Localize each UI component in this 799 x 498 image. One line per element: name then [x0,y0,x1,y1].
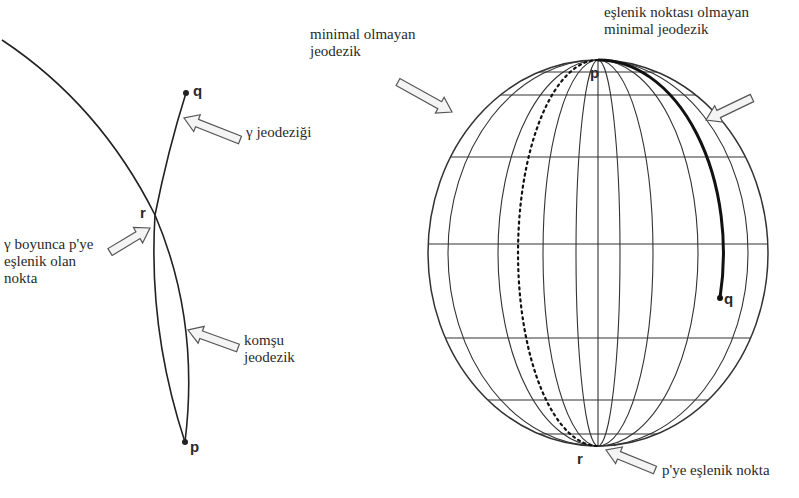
sphere [428,60,768,446]
parallel [488,399,708,400]
point-label: q [193,82,213,99]
pointer-arrow [184,115,242,144]
parallel [428,243,768,244]
point-q [717,295,723,301]
minimal-geodesic [598,60,723,298]
callout-label: minimal olmayan jeodezik [310,26,450,60]
left-figure [2,40,189,442]
point-label: r [140,204,160,221]
pointer-arrow [706,94,754,122]
neighbour-geodesic [155,215,189,442]
curve-label: komşu jeodezik [244,332,324,366]
point-label: q [724,290,744,307]
pointer-arrow [396,79,452,114]
point-p [182,439,188,445]
parallel [445,337,751,338]
pointer-arrow [606,447,657,474]
gamma-geodesic [154,93,186,442]
meridian [597,60,598,446]
sphere-outline [428,60,768,446]
point-label: r [577,450,597,467]
pointer-arrow [108,228,150,256]
pointer-arrows [108,79,754,474]
pointer-arrow [188,326,239,352]
point-label: p [590,64,610,81]
meridian [576,60,620,446]
meridian [543,60,653,446]
callout-label: p'ye eşlenik nokta [662,462,772,479]
point-label: p [190,438,210,455]
long-geodesic [2,40,155,215]
non-minimal-geodesic [518,60,598,446]
curve-label: γ jeodeziği [246,124,356,141]
callout-label: eşlenik noktası olmayan minimal jeodezik [604,4,784,38]
parallel [450,156,746,157]
parallel [500,94,696,95]
point-q [183,90,189,96]
callout-label: γ boyunca p'ye eşlenik olan nokta [4,236,104,287]
parallel [539,433,657,434]
meridian [498,60,698,446]
meridian [448,60,748,446]
